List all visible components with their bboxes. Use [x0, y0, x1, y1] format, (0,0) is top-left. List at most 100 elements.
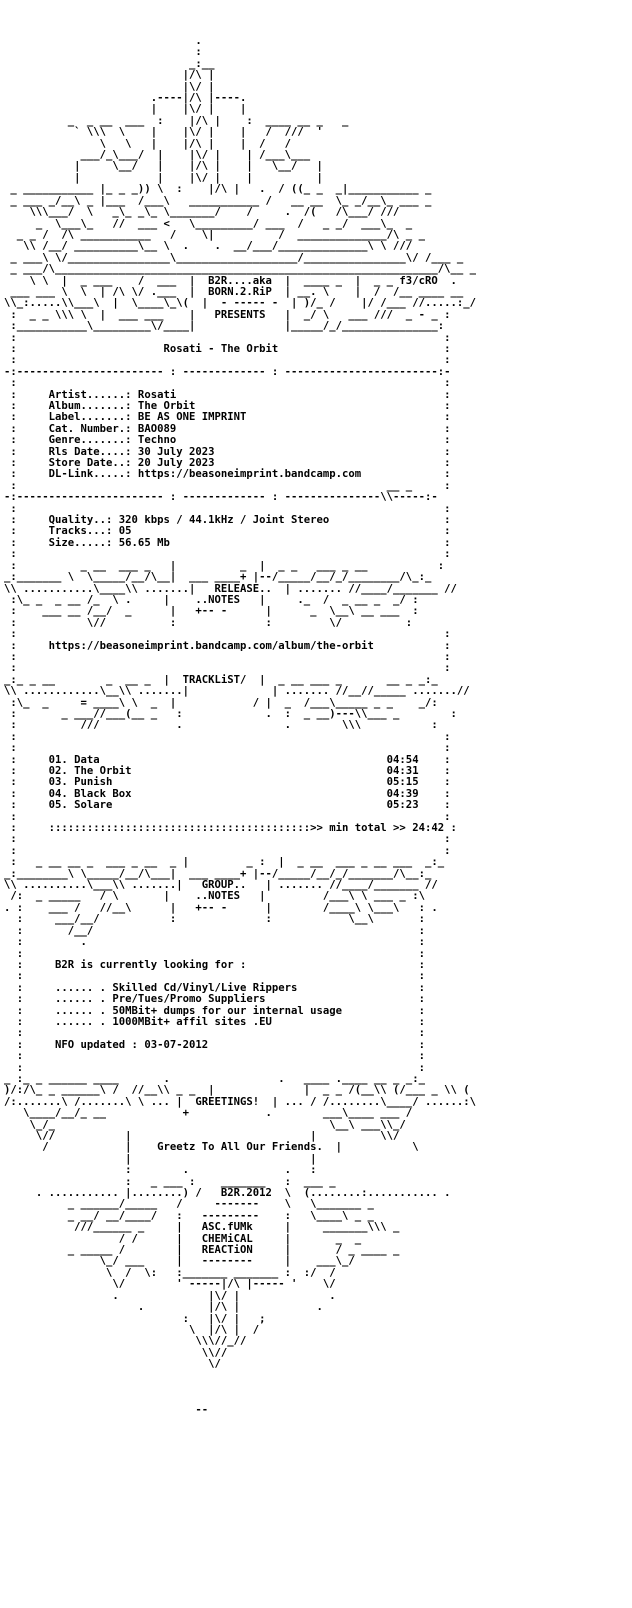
nfo-line: : :	[4, 331, 451, 344]
nfo-line: : |\/ | ;	[4, 1312, 266, 1325]
nfo-line: : :	[4, 1027, 425, 1040]
nfo-line: -:----------------------- : ------------…	[4, 365, 451, 378]
nfo-line: : \// : : \/ :	[4, 616, 413, 629]
nfo-line: : 03. Punish 05:15 :	[4, 776, 451, 789]
nfo-line: . ........... |........) / B2R.2012 \ (.…	[4, 1187, 451, 1200]
nfo-line: ` \\\ \ | |\/ | | / /// '	[4, 126, 323, 139]
nfo-line: _ __/ __/____/ : --------- : \____\ _ _	[4, 1209, 374, 1222]
nfo-line: : . :	[4, 936, 425, 949]
nfo-line: : Size.....: 56.65 Mb :	[4, 536, 451, 549]
nfo-line: / / | CHEMiCAL | _ _	[4, 1232, 362, 1245]
nfo-line: : :	[4, 947, 425, 960]
nfo-line: ___/_\___/ | |\/ | | /___\___	[4, 149, 311, 162]
nfo-line: _ _____ / | REACTiON | / _ ____ _	[4, 1244, 400, 1257]
nfo-line: /: _ _____ / \ | ..NOTES | /___\ \ ___ _…	[4, 890, 425, 903]
nfo-line: _:__	[4, 57, 215, 70]
nfo-line: : 01. Data 04:54 :	[4, 753, 451, 766]
nfo-line: --	[4, 1403, 209, 1416]
nfo-line: : Cat. Number.: BAO089 :	[4, 422, 451, 435]
nfo-line: : :	[4, 662, 451, 675]
nfo-line: )/:/\_ _ ______\ / //__\\ _ _ | | _ _ /(…	[4, 1084, 470, 1097]
nfo-line: _:_______ \ \_____/__/\__| ___ ____+ |--…	[4, 571, 432, 584]
nfo-line: : :	[4, 730, 451, 743]
nfo-line: \\//	[4, 1346, 228, 1359]
nfo-line: \/	[4, 1358, 221, 1371]
nfo-line: : Rosati - The Orbit :	[4, 342, 451, 355]
nfo-line: -:----------------------- : ------------…	[4, 491, 438, 504]
nfo-line: : _ _ \\\ \ | ___ ___ | PRESENTS | _/ \ …	[4, 308, 451, 321]
nfo-line: : Store Date..: 20 July 2023 :	[4, 457, 451, 470]
nfo-line: _ ___ _/__\ _ |___ /___\ ___________ / _…	[4, 194, 432, 207]
nfo-line: : :	[4, 844, 451, 857]
nfo-line: : 04. Black Box 04:39 :	[4, 787, 451, 800]
nfo-line: : :	[4, 1050, 425, 1063]
nfo-line: \____/__/_ __ + . ___\____ ___ /	[4, 1107, 413, 1120]
nfo-line: : ...... . 50MBit+ dumps for our interna…	[4, 1004, 425, 1017]
nfo-line: : 02. The Orbit 04:31 :	[4, 765, 451, 777]
nfo-line: : _ __ ___ _ | _ | _ _ ___ _ __ :	[4, 559, 445, 572]
nfo-line: : DL-Link.....: https://beasoneimprint.b…	[4, 468, 451, 481]
nfo-line: : _ __ __ _ ___ _ __ _ | _ : | _ __ ___ …	[4, 856, 445, 869]
nfo-line: : Rls Date....: 30 July 2023 :	[4, 445, 451, 458]
nfo-line: \\ ............\__\\ .......| | ....... …	[4, 685, 470, 698]
nfo-line: \/ ' -----|/\ |----- ' \/	[4, 1278, 336, 1291]
nfo-line: _:_ _ __ _ __ _ | TRACKLiST/ | _ __ ___ …	[4, 673, 438, 686]
nfo-line: _ ______/_____ / ------- \ \_______ _	[4, 1198, 374, 1211]
nfo-line: /:.......\ /.......\ \ ... | GREETINGS! …	[4, 1095, 476, 1108]
nfo-line: : ...... . 1000MBit+ affil sites .EU :	[4, 1015, 425, 1028]
nfo-line: : Tracks...: 05 :	[4, 525, 451, 538]
nfo-line: \_/ ___ | -------- | ___\_/	[4, 1255, 355, 1268]
nfo-line: : :	[4, 810, 451, 823]
nfo-line: \\\//_//	[4, 1335, 247, 1348]
nfo-line: : https://beasoneimprint.bandcamp.com/al…	[4, 639, 451, 652]
nfo-line: .	[4, 35, 202, 47]
nfo-line: : 05. Solare 05:23 :	[4, 799, 451, 812]
nfo-line: . : ___ / //__\ | +-- - | /____\ \___\ :…	[4, 901, 438, 914]
nfo-line: ///______ _ | ASC.fUMk | _______\\\ _	[4, 1221, 400, 1234]
nfo-line: . |/\ | .	[4, 1301, 323, 1314]
nfo-line: : :	[4, 970, 425, 983]
nfo-line: : :	[4, 548, 451, 561]
nfo-line: |/\ |	[4, 69, 215, 82]
nfo-line: \\ /__/ __________\__ \ . . __/___/_____…	[4, 240, 413, 253]
nfo-line: : Artist......: Rosati :	[4, 388, 451, 401]
nfo-line: : ...... . Pre/Tues/Promo Suppliers :	[4, 993, 425, 1006]
nfo-line: : :	[4, 502, 451, 515]
nfo-line: :\_ _ = ____\ \ _ | / | _ /___\_____ _ _…	[4, 696, 438, 709]
nfo-line: : _ ___//___(__ _ : . : _ __)---\\___ _ …	[4, 707, 457, 720]
nfo-line: \// | | \\/	[4, 1130, 400, 1142]
nfo-line: : ...... . Skilled Cd/Vinyl/Live Rippers…	[4, 981, 425, 994]
nfo-line: : ::::::::::::::::::::::::::::::::::::::…	[4, 822, 457, 835]
nfo-line: / | Greetz To All Our Friends. | \	[4, 1141, 419, 1154]
nfo-line: : __ _ :	[4, 479, 451, 492]
nfo-line: : :	[4, 1061, 425, 1074]
nfo-line: _ :_ _ ______ ____ . . ____ .____ __ _ _…	[4, 1072, 425, 1085]
nfo-art-block: . : _:__ |/\ | |\/ | .----|/\ |----. |	[4, 35, 628, 1416]
nfo-line: _:________\ \_____/__/\___| ___ ____+ |-…	[4, 867, 432, 880]
nfo-line: : :	[4, 742, 451, 755]
nfo-line: \\ ..........\___\\ .......| GROUP.. | .…	[4, 879, 438, 892]
nfo-line: ___ ___ \ \ | /\ \/ .___ | BORN.2.RiP | …	[4, 285, 464, 298]
nfo-line: \\ ...........\____\\ .......| RELEASE..…	[4, 582, 457, 595]
nfo-line: | |	[4, 1152, 317, 1165]
nfo-line: \ |/\ | /	[4, 1323, 260, 1336]
nfo-line: : /__/ :	[4, 924, 425, 937]
nfo-line: \\_:.....\\___\ | \____\_\( | - ----- - …	[4, 297, 476, 310]
nfo-line: | |\/ | |	[4, 103, 247, 116]
nfo-line: \ \ | |/\ | | / /	[4, 137, 292, 150]
nfo-line: \\\___/ \ _\_ _\_ \_______/ / . /( /\___…	[4, 206, 400, 219]
nfo-line: \_/_ \__\ ___\\_/	[4, 1118, 406, 1131]
nfo-line: : :	[4, 833, 451, 846]
nfo-line: | | |\/ | | |	[4, 171, 323, 184]
nfo-line: .----|/\ |----.	[4, 92, 247, 105]
nfo-line: : B2R is currently looking for : :	[4, 958, 425, 971]
nfo-line: _ \___\_ // ___ < \_________/ ___ / _ _/…	[4, 217, 413, 230]
nfo-line: : ___ __ /__/ _ | +-- - | _ \__\ __ ___ …	[4, 605, 419, 618]
nfo-line: |\/ |	[4, 80, 215, 93]
nfo-line: : Quality..: 320 kbps / 44.1kHz / Joint …	[4, 514, 451, 527]
nfo-line: _ ___________ |_ _ _)) \ : |/\ | . / ((_…	[4, 183, 432, 196]
nfo-line: : ___/__/ : : \__\ :	[4, 913, 425, 926]
nfo-line: \ / \: :_______ _______ : :/ /	[4, 1266, 336, 1279]
nfo-line: : _ ___ : _______ : ___ _	[4, 1175, 336, 1188]
nfo-line: :___________\_________\/____| |_____/_/_…	[4, 320, 445, 333]
